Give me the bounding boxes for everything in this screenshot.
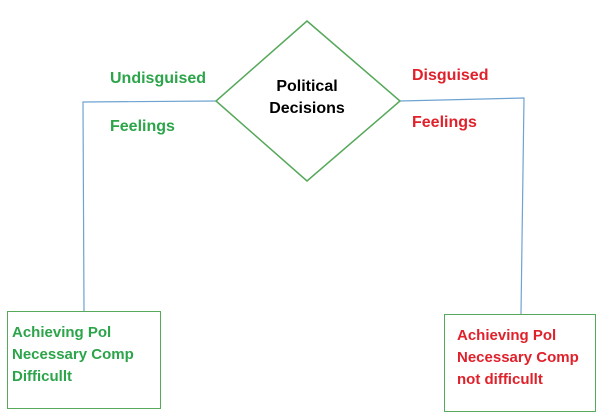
undisguised-label: Undisguised <box>110 70 207 87</box>
outcome-box-difficult: Achieving Pol Necessary Comp Difficullt <box>7 311 161 409</box>
outcome-right-line2: Necessary Comp <box>457 349 579 366</box>
decision-label-line1: Political <box>276 78 338 95</box>
left-connector <box>82 100 217 312</box>
outcome-box-not-difficult: Achieving Pol Necessary Comp not difficu… <box>444 314 596 412</box>
outcome-left-line1: Achieving Pol <box>12 324 112 341</box>
decision-label: Political Decisions <box>232 76 382 120</box>
outcome-right-line3: not difficullt <box>457 371 543 388</box>
outcome-left-line3: Difficullt <box>12 368 72 385</box>
right-connector <box>399 97 525 315</box>
disguised-feelings-label: Feelings <box>412 114 477 131</box>
outcome-right-line1: Achieving Pol <box>457 327 557 344</box>
undisguised-feelings-label: Feelings <box>110 118 175 135</box>
decision-label-line2: Decisions <box>269 100 345 117</box>
disguised-label: Disguised <box>412 67 489 84</box>
decision-diamond <box>214 20 402 182</box>
outcome-left-line2: Necessary Comp <box>12 346 134 363</box>
